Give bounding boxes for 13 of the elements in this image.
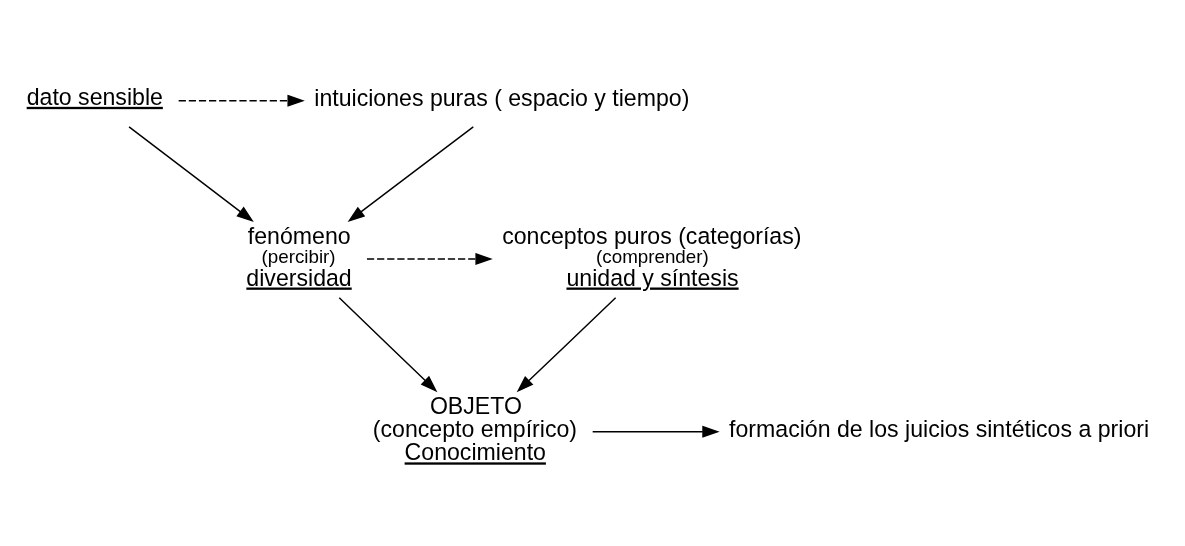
arrow <box>366 252 493 265</box>
arrow <box>177 94 305 107</box>
arrow <box>347 125 474 222</box>
node-text: intuiciones puras ( espacio y tiempo) <box>314 84 690 111</box>
arrow <box>128 125 254 222</box>
arrow <box>591 425 720 438</box>
node-text: conceptos puros (categorías) (comprender) unidad y síntesis <box>502 222 802 290</box>
node-text: OBJETO (concepto empírico) Conocimiento <box>372 392 578 465</box>
node-text: dato sensible <box>26 83 163 110</box>
arrow <box>338 296 438 392</box>
node-text: formación de los juicios sintéticos a priori <box>729 415 1150 442</box>
node-text: fenómeno (percibir) diversidad <box>246 222 352 290</box>
arrow <box>516 296 617 392</box>
